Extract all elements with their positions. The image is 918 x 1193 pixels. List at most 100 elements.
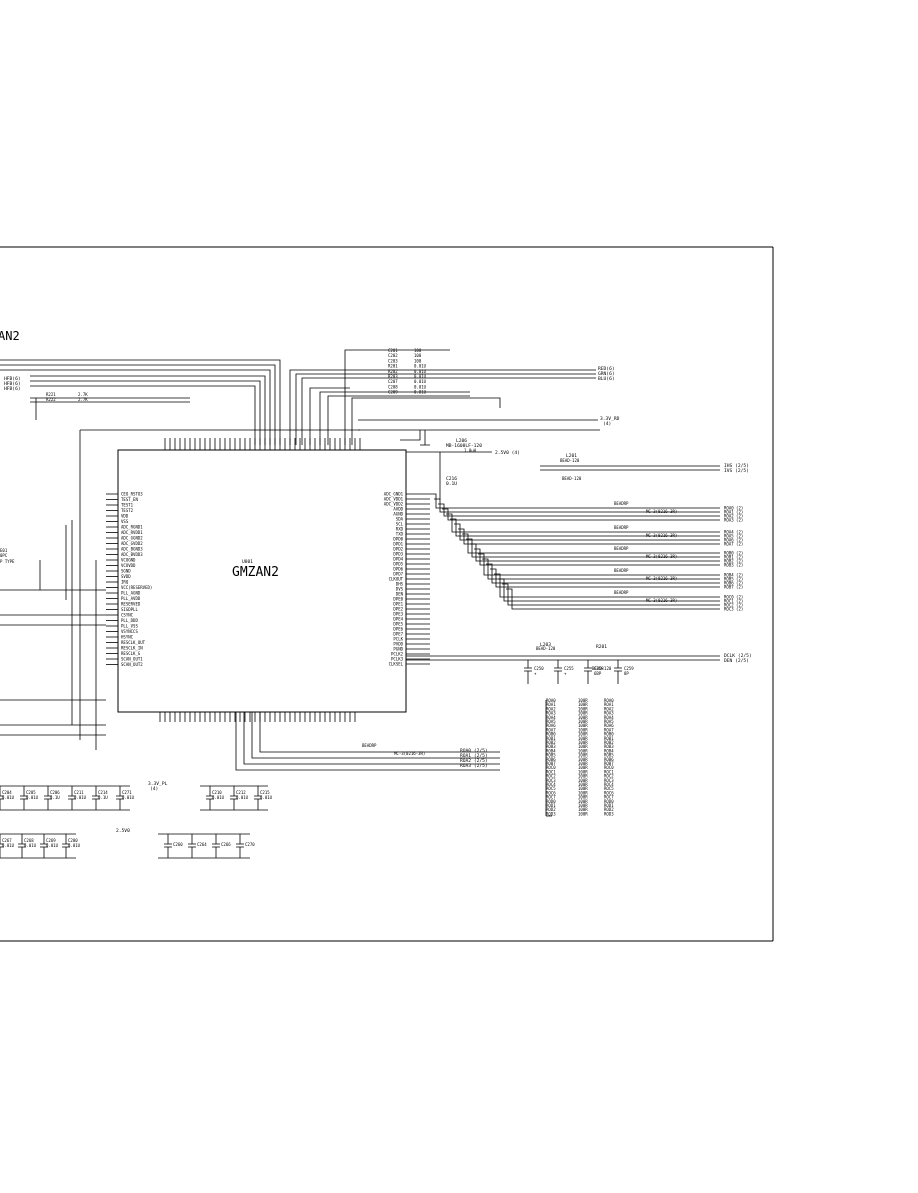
resistor-bank-out: ROA7 [604,727,614,732]
bottom-bead-name: BEADRP [362,743,377,748]
resistor-bank-value: 100R [578,753,588,758]
resistor-bank-ground [545,700,552,817]
resistor-bank-value: 100R [578,769,588,774]
clock-cap-value: 8P [624,671,629,676]
resistor-bank-net: ROB6 [546,757,556,762]
capacitor-ref: C215 [260,790,270,795]
inductor-l206-ref: L206 [456,438,467,444]
resistor-bank-value: 100R [578,715,588,720]
resistor-bank-net: ROB0 [546,732,556,737]
right-pin-label: SCL [396,522,404,527]
left-pin-label: VSYNCCS [121,629,138,634]
resistor-bank-out: ROA2 [604,706,614,711]
right-pin-label: PCLK3 [391,657,404,662]
left-input-3: HFB(6) [4,386,21,392]
rail-3v3-rd-note: (4) [603,421,611,427]
right-pin-label: TXD [396,532,404,537]
rgb-out-green: GRN(6) [598,371,615,377]
resistor-bank-out: ROA0 [604,698,614,703]
resistor-bank-net: ROA6 [546,723,556,728]
bus-wire [466,538,720,558]
capacitor-value: 0.01U [68,843,81,848]
sync-out-ivs: IVS (2/5) [724,468,749,474]
inductor-l202-part: BEAD-120 [562,476,582,481]
left-pin-label: TEST2 [121,508,134,513]
capacitor-value: 0.01U [46,843,59,848]
rgb-out-red: RED(6) [598,366,615,372]
resistor-bank-net: ROA7 [546,727,556,732]
left-fragment-3: P TYPE [0,559,15,564]
left-harness [0,520,106,750]
left-pin-label: SCAN_OUT2 [121,662,143,667]
inductor-l201-part: BEAD-120 [560,458,580,463]
left-resistor-2: R222 [46,397,56,402]
capacitor-symbol [206,786,214,810]
resistor-bank-net: ROC0 [546,765,556,770]
resistor-bank-net: ROD3 [546,811,556,816]
bus-wire [434,498,720,513]
bus-wire [438,503,720,517]
left-pin-label: PLL_AVDD [121,596,141,601]
right-pin-label: DEN [396,592,404,597]
capacitor-symbol [212,834,220,858]
capacitor-value: 0.01U [260,795,273,800]
capacitor-symbol [40,834,48,858]
capacitor-value: 0.1U [98,795,108,800]
left-pin-label: SIGDPLL [121,607,138,612]
bead-array-name: BEADRP [614,501,629,506]
resistor-bank-value: 100R [578,698,588,703]
bus-wire [454,523,720,541]
sync-nets [540,465,720,471]
right-pin-label: PCLK [393,637,403,642]
bus-output-label: ROB0 (2) [724,551,743,556]
resistor-bank-out: ROA6 [604,723,614,728]
bead-r201-part: BEAD-120 [592,666,612,671]
bus-wire [470,543,720,562]
capacitor-symbol [230,786,238,810]
resistor-bank-out: ROB2 [604,740,614,745]
capacitor-symbol [18,834,26,858]
right-pin-label: DPE7 [393,632,403,637]
chip-ref: U801 [242,559,253,565]
resistor-bank-out: ROC0 [604,765,614,770]
left-pin-label: SCAN_OUT1 [121,657,143,662]
right-pin-label: SDA [396,517,404,522]
right-pin-label: DPD2 [393,547,403,552]
left-pin-label: RESCLK_G [121,651,141,656]
capacitor-ref: C260 [173,842,183,847]
resistor-bank-out: ROB5 [604,753,614,758]
resistor-bank-value: 100R [578,761,588,766]
capacitor-ref: C212 [236,790,246,795]
bus-wire [450,518,720,537]
left-pin-label: VDD [121,514,129,519]
bus-wire [462,533,720,554]
top-ground-net [400,430,430,446]
clk-out-den: DEN (2/5) [724,658,749,664]
capacitor-value: 0.01U [74,795,87,800]
resistor-bank-out: ROA1 [604,702,614,707]
bus-wire [486,563,720,584]
resistor-bank-value: 100R [578,782,588,787]
chip-body [117,449,407,713]
left-pin-label: ADC_BGND3 [121,547,143,552]
resistor-bank-out: ROC3 [604,778,614,783]
top-resistor-value: 0.01U [414,384,427,389]
sync-out-ihs: IHS (2/5) [724,463,749,469]
right-pin-label: DPD6 [393,567,403,572]
top-resistor-ref: C202 [388,353,398,358]
right-pin-label: DHS [396,582,404,587]
clk-out-dclk: DCLK (2/5) [724,653,752,659]
left-pin-label: PLL_AGND [121,591,141,596]
capacitor-ref: C214 [98,790,108,795]
left-pin-label: ADC_RGND1 [121,525,143,530]
bus-output-label: ROA5 (2) [724,534,743,539]
bus-wire [482,558,720,580]
bus-output-label: ROA0 (2) [724,506,743,511]
left-pin-label: VCC(RESERVED) [121,585,152,590]
rail-avdd: 2.5V0 (4) [495,450,520,456]
bus-wire [446,513,720,533]
left-pin-label: PLL_VSS [121,624,138,629]
resistor-bank-value: 100R [578,744,588,749]
